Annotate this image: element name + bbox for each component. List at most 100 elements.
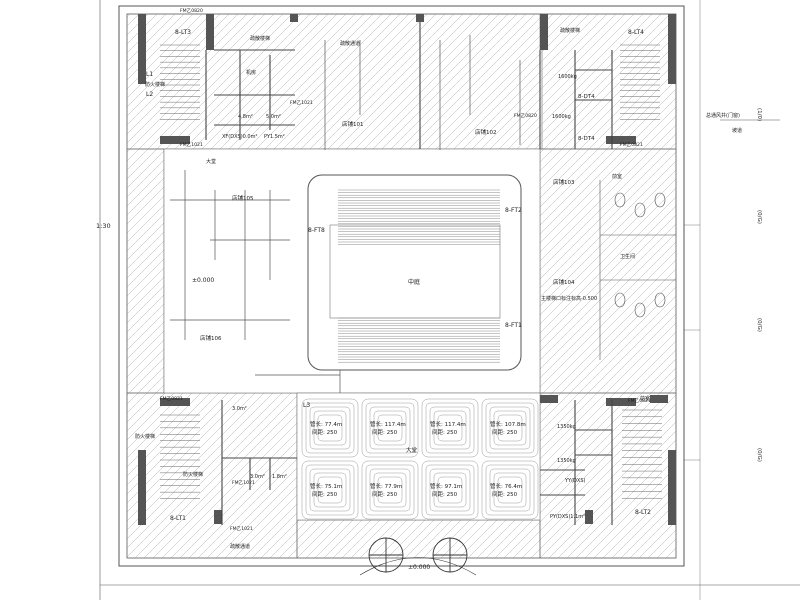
axis-label-3: (0/G) (756, 318, 762, 332)
heating-loop-ring (429, 406, 471, 450)
loop-length-label: 管长: 97.1m (430, 482, 462, 490)
heating-loop-ring (309, 468, 351, 512)
loop-spacing-label: 间距: 250 (492, 490, 518, 498)
level-mark-2: ±0.000 (408, 564, 430, 571)
area-ne-b: 1600kg (552, 114, 571, 120)
loop-length-label: 管长: 117.4m (430, 420, 466, 428)
heating-loop-ring (433, 410, 467, 446)
escalator-id-1: 8-FT2 (505, 207, 522, 214)
lift-id-ne-2: 8-DT4 (578, 136, 595, 142)
heating-loop-ring (493, 410, 527, 446)
heating-loop-ring (373, 410, 407, 446)
heating-loop-ring (317, 414, 343, 442)
label-se-hall: 前室 (640, 395, 650, 402)
partitions (205, 22, 613, 525)
area-sw-b: 1.8m² (272, 474, 287, 480)
loop-spacing-label: 间距: 250 (372, 428, 398, 436)
loop-length-label: 管长: 75.1m (310, 482, 342, 490)
heating-loop-ring (373, 472, 407, 508)
loop-spacing-label: 间距: 250 (312, 490, 338, 498)
door-code-label: FM乙0821 (160, 395, 183, 402)
label-ne-fire: 疏散楼梯 (560, 27, 580, 34)
heating-loop-ring (377, 414, 403, 442)
loop-spacing-label: 间距: 250 (372, 490, 398, 498)
labels: 1:30 (1/0) (0/G) (0/G) (0/G) 总通风井(门窗) 坡道… (96, 7, 762, 571)
pipe-lines (170, 35, 521, 393)
lift-id-ne: 8-DT4 (578, 94, 595, 100)
grid-marker: L3 (303, 402, 310, 409)
heating-loop (361, 398, 419, 458)
label-bottom-fire: 疏散通道 (230, 543, 250, 550)
loop-length-label: 管长: 77.4m (310, 420, 342, 428)
label-n-shop2: 店铺102 (475, 128, 497, 136)
heating-loops (301, 398, 539, 520)
area-nw-b: 5.0m² (266, 114, 281, 120)
stair-id-sw: 8-LT1 (170, 515, 186, 522)
escalator-id-3: 8-FT1 (505, 322, 522, 329)
heating-loop (301, 460, 359, 520)
heating-loop-ring (369, 406, 411, 450)
loop-spacing-label: 间距: 250 (432, 490, 458, 498)
heating-loop-ring (313, 472, 347, 508)
heating-loop-ring (377, 476, 403, 504)
atrium (307, 174, 522, 371)
label-sw-shop2: 店铺106 (200, 334, 222, 342)
level-mark-1: ±0.000 (192, 277, 214, 284)
area-se-lift-b: 1350kg (557, 458, 576, 464)
loop-spacing-label: 间距: 250 (432, 428, 458, 436)
open-areas (163, 148, 541, 521)
label-e-shop2: 店铺104 (553, 278, 575, 286)
door-code-label: FM乙1021 (290, 99, 313, 106)
area-ne-a: 1600kg (558, 74, 577, 80)
heating-loop-ring (433, 472, 467, 508)
toilet-fixtures (599, 180, 676, 360)
stair-treads (160, 44, 662, 499)
label-room-b: 大堂 (406, 446, 418, 454)
stair-id-se: 8-LT2 (635, 509, 651, 516)
area-nw-a: 4.8m² (238, 114, 253, 120)
loop-length-label: 管长: 107.8m (490, 420, 526, 428)
door-code-label: FM乙1021 (230, 525, 253, 532)
loop-spacing-label: 间距: 250 (312, 428, 338, 436)
label-ne-hall: 前室 (612, 173, 622, 180)
stair-id-ne: 8-LT4 (628, 29, 644, 36)
loop-spacing-label: 间距: 250 (492, 428, 518, 436)
heating-loop-ring (493, 472, 527, 508)
hatched-zones (126, 13, 677, 559)
label-left-stair2: 防火楼梯 (183, 471, 203, 478)
atrium-label: 中庭 (408, 278, 420, 286)
label-stair-l2: L2 (146, 91, 153, 98)
axis-label-4: (0/G) (756, 448, 762, 462)
right-note: 总通风井(门窗) (706, 112, 740, 119)
heating-loop-ring (429, 468, 471, 512)
area-sw-c: 3.0m² (232, 406, 247, 412)
area-nw-d: PY1.5m² (264, 134, 285, 140)
heating-loop-ring (369, 468, 411, 512)
heating-loop-ring (425, 464, 475, 516)
door-code-label: FM乙0820 (180, 7, 203, 14)
axis-label-2: (0/G) (756, 210, 762, 224)
heating-loop-ring (317, 476, 343, 504)
heating-loop (301, 398, 359, 458)
label-lobby: 大堂 (206, 158, 216, 165)
heating-loop-ring (365, 402, 415, 454)
heating-loop (481, 398, 539, 458)
label-e-shop1: 店铺103 (553, 178, 575, 186)
label-top-fire: 疏散通道 (340, 40, 360, 47)
structural-walls (138, 14, 676, 525)
loop-length-label: 管长: 117.4m (370, 420, 406, 428)
loop-length-label: 管长: 76.4m (490, 482, 522, 490)
heating-loop (421, 460, 479, 520)
loop-length-label: 管长: 77.9m (370, 482, 402, 490)
area-se-lift-a: 1350kg (557, 424, 576, 430)
heating-loop-ring (497, 414, 523, 442)
area-nw-c: XF(DXS)0.0m² (222, 134, 257, 140)
revolving-doors (359, 537, 477, 576)
ramp-note: 主楼梯口标注标高-0.500 (541, 295, 597, 302)
door-code-label: FM乙0821 (628, 397, 651, 404)
door-code-label: FM乙1021 (180, 141, 203, 148)
area-sw-a: 3.0m² (250, 474, 265, 480)
heating-loop-ring (305, 464, 355, 516)
heating-loop-ring (485, 402, 535, 454)
